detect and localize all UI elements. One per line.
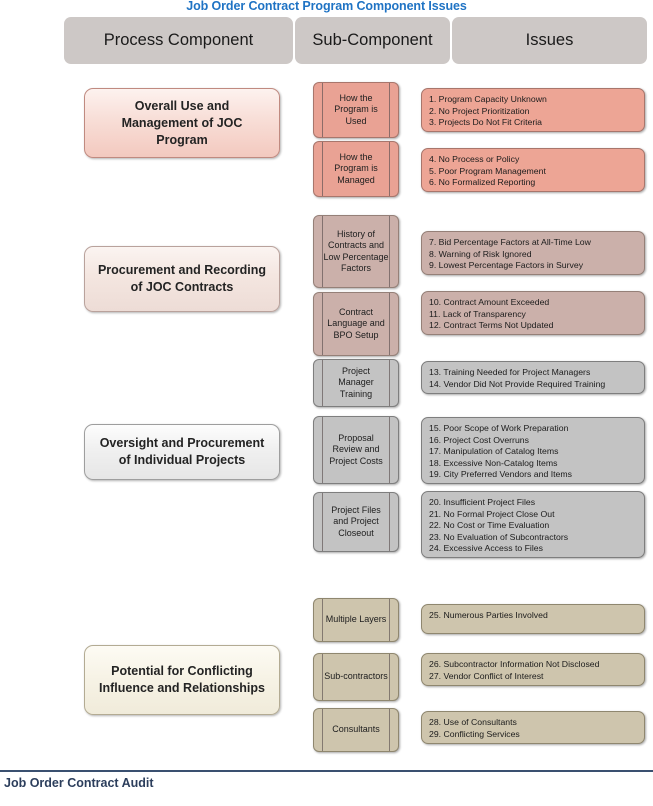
- process-component-box: Potential for Conflicting Influence and …: [84, 645, 280, 715]
- sub-component-box: Contract Language and BPO Setup: [313, 292, 399, 356]
- footer: Job Order Contract Audit: [0, 770, 653, 790]
- issue-item: 15. Poor Scope of Work Preparation: [429, 423, 569, 433]
- column-header-row: Process Component Sub-Component Issues: [64, 17, 647, 64]
- sub-component-box: Project Manager Training: [313, 359, 399, 407]
- sub-component-label: Project Files and Project Closeout: [331, 504, 381, 538]
- sub-component-label: Project Manager Training: [338, 365, 374, 399]
- issue-item: 19. City Preferred Vendors and Items: [429, 469, 572, 480]
- issues-box: 20. Insufficient Project Files 21. No Fo…: [421, 491, 645, 558]
- page-title: Job Order Contract Program Component Iss…: [186, 0, 467, 13]
- issue-item: 25. Numerous Parties Involved: [429, 610, 548, 620]
- issue-item: 21. No Formal Project Close Out: [429, 508, 555, 519]
- column-header-sub-component: Sub-Component: [295, 17, 450, 64]
- process-component-box: Procurement and Recording of JOC Contrac…: [84, 246, 280, 312]
- issue-item: 22. No Cost or Time Evaluation: [429, 520, 550, 531]
- issue-item: 9. Lowest Percentage Factors in Survey: [429, 260, 584, 271]
- sub-component-box: Multiple Layers: [313, 598, 399, 642]
- sub-component-label: How the Program is Managed: [334, 151, 378, 185]
- issue-item: 4. No Process or Policy: [429, 154, 520, 164]
- issue-item: 28. Use of Consultants: [429, 717, 517, 727]
- issue-item: 17. Manipulation of Catalog Items: [429, 446, 559, 457]
- sub-component-box: How the Program is Used: [313, 82, 399, 138]
- issue-item: 7. Bid Percentage Factors at All-Time Lo…: [429, 237, 591, 247]
- issues-box: 28. Use of Consultants 29. Conflicting S…: [421, 711, 645, 744]
- issue-item: 1. Program Capacity Unknown: [429, 94, 547, 104]
- column-header-process-component: Process Component: [64, 17, 293, 64]
- issue-item: 27. Vendor Conflict of Interest: [429, 670, 544, 681]
- issue-item: 23. No Evaluation of Subcontractors: [429, 531, 569, 542]
- sub-component-label: Sub-contractors: [324, 671, 388, 682]
- process-component-box: Oversight and Procurement of Individual …: [84, 424, 280, 480]
- issue-item: 5. Poor Program Management: [429, 165, 546, 176]
- sub-component-box: History of Contracts and Low Percentage …: [313, 215, 399, 288]
- issue-item: 13. Training Needed for Project Managers: [429, 367, 591, 377]
- issue-item: 26. Subcontractor Information Not Disclo…: [429, 659, 600, 669]
- footer-divider: [0, 770, 653, 772]
- sub-component-box: Sub-contractors: [313, 653, 399, 701]
- issue-item: 6. No Formalized Reporting: [429, 177, 536, 188]
- issues-box: 15. Poor Scope of Work Preparation 16. P…: [421, 417, 645, 484]
- issues-box: 10. Contract Amount Exceeded 11. Lack of…: [421, 291, 645, 335]
- issue-item: 24. Excessive Access to Files: [429, 543, 543, 554]
- issue-item: 8. Warning of Risk Ignored: [429, 248, 532, 259]
- issue-item: 2. No Project Prioritization: [429, 105, 530, 116]
- issue-item: 14. Vendor Did Not Provide Required Trai…: [429, 378, 606, 389]
- issue-item: 3. Projects Do Not Fit Criteria: [429, 117, 542, 128]
- sub-component-box: Proposal Review and Project Costs: [313, 416, 399, 484]
- sub-component-box: How the Program is Managed: [313, 141, 399, 197]
- issues-box: 7. Bid Percentage Factors at All-Time Lo…: [421, 231, 645, 275]
- issue-item: 11. Lack of Transparency: [429, 308, 526, 319]
- issues-box: 13. Training Needed for Project Managers…: [421, 361, 645, 394]
- issues-box: 1. Program Capacity Unknown 2. No Projec…: [421, 88, 645, 132]
- issue-item: 29. Conflicting Services: [429, 728, 520, 739]
- issues-box: 25. Numerous Parties Involved: [421, 604, 645, 634]
- issue-item: 16. Project Cost Overruns: [429, 434, 529, 445]
- footer-label: Job Order Contract Audit: [4, 776, 154, 790]
- column-header-issues: Issues: [452, 17, 647, 64]
- issues-box: 26. Subcontractor Information Not Disclo…: [421, 653, 645, 686]
- issue-item: 18. Excessive Non-Catalog Items: [429, 457, 558, 468]
- issue-item: 10. Contract Amount Exceeded: [429, 297, 550, 307]
- sub-component-label: History of Contracts and Low Percentage …: [323, 228, 389, 274]
- sub-component-label: How the Program is Used: [334, 92, 378, 126]
- issue-item: 12. Contract Terms Not Updated: [429, 320, 554, 331]
- sub-component-box: Consultants: [313, 708, 399, 752]
- issue-item: 20. Insufficient Project Files: [429, 497, 536, 507]
- sub-component-label: Consultants: [332, 724, 380, 735]
- sub-component-label: Proposal Review and Project Costs: [329, 432, 383, 466]
- sub-component-box: Project Files and Project Closeout: [313, 492, 399, 552]
- sub-component-label: Multiple Layers: [325, 614, 387, 625]
- process-component-box: Overall Use and Management of JOC Progra…: [84, 88, 280, 158]
- issues-box: 4. No Process or Policy 5. Poor Program …: [421, 148, 645, 192]
- sub-component-label: Contract Language and BPO Setup: [327, 306, 385, 340]
